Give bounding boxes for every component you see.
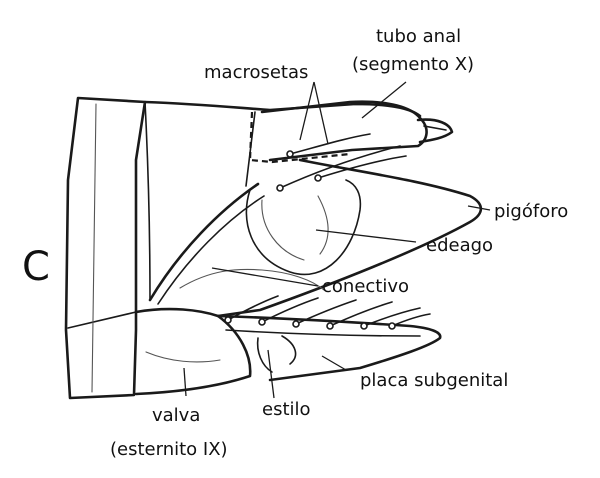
pygofer [143,100,483,318]
aedeagus [245,179,362,276]
label-estilo: estilo [262,399,311,420]
label-placa-subgenital: placa subgenital [360,370,508,391]
label-valva-line2: (esternito IX) [110,439,228,460]
label-valva-line1: valva [152,405,200,426]
upper-macrosetae [276,133,407,192]
style-structure [256,335,297,373]
subgenital-plate [216,314,442,382]
label-tubo-anal-line2: (segmento X) [352,54,474,75]
label-conectivo: conectivo [322,276,409,297]
label-pigoforo: pigóforo [494,201,568,222]
plate-macrosetae [224,295,431,330]
label-tubo-anal-line1: tubo anal [376,26,461,47]
label-macrosetas: macrosetas [204,62,308,83]
connective [148,182,325,305]
anal-tube [248,100,454,164]
valve [134,307,252,396]
panel-letter: C [22,244,50,290]
abdominal-segment [64,96,147,400]
leader-lines [183,81,491,399]
label-edeago: edeago [426,235,493,256]
